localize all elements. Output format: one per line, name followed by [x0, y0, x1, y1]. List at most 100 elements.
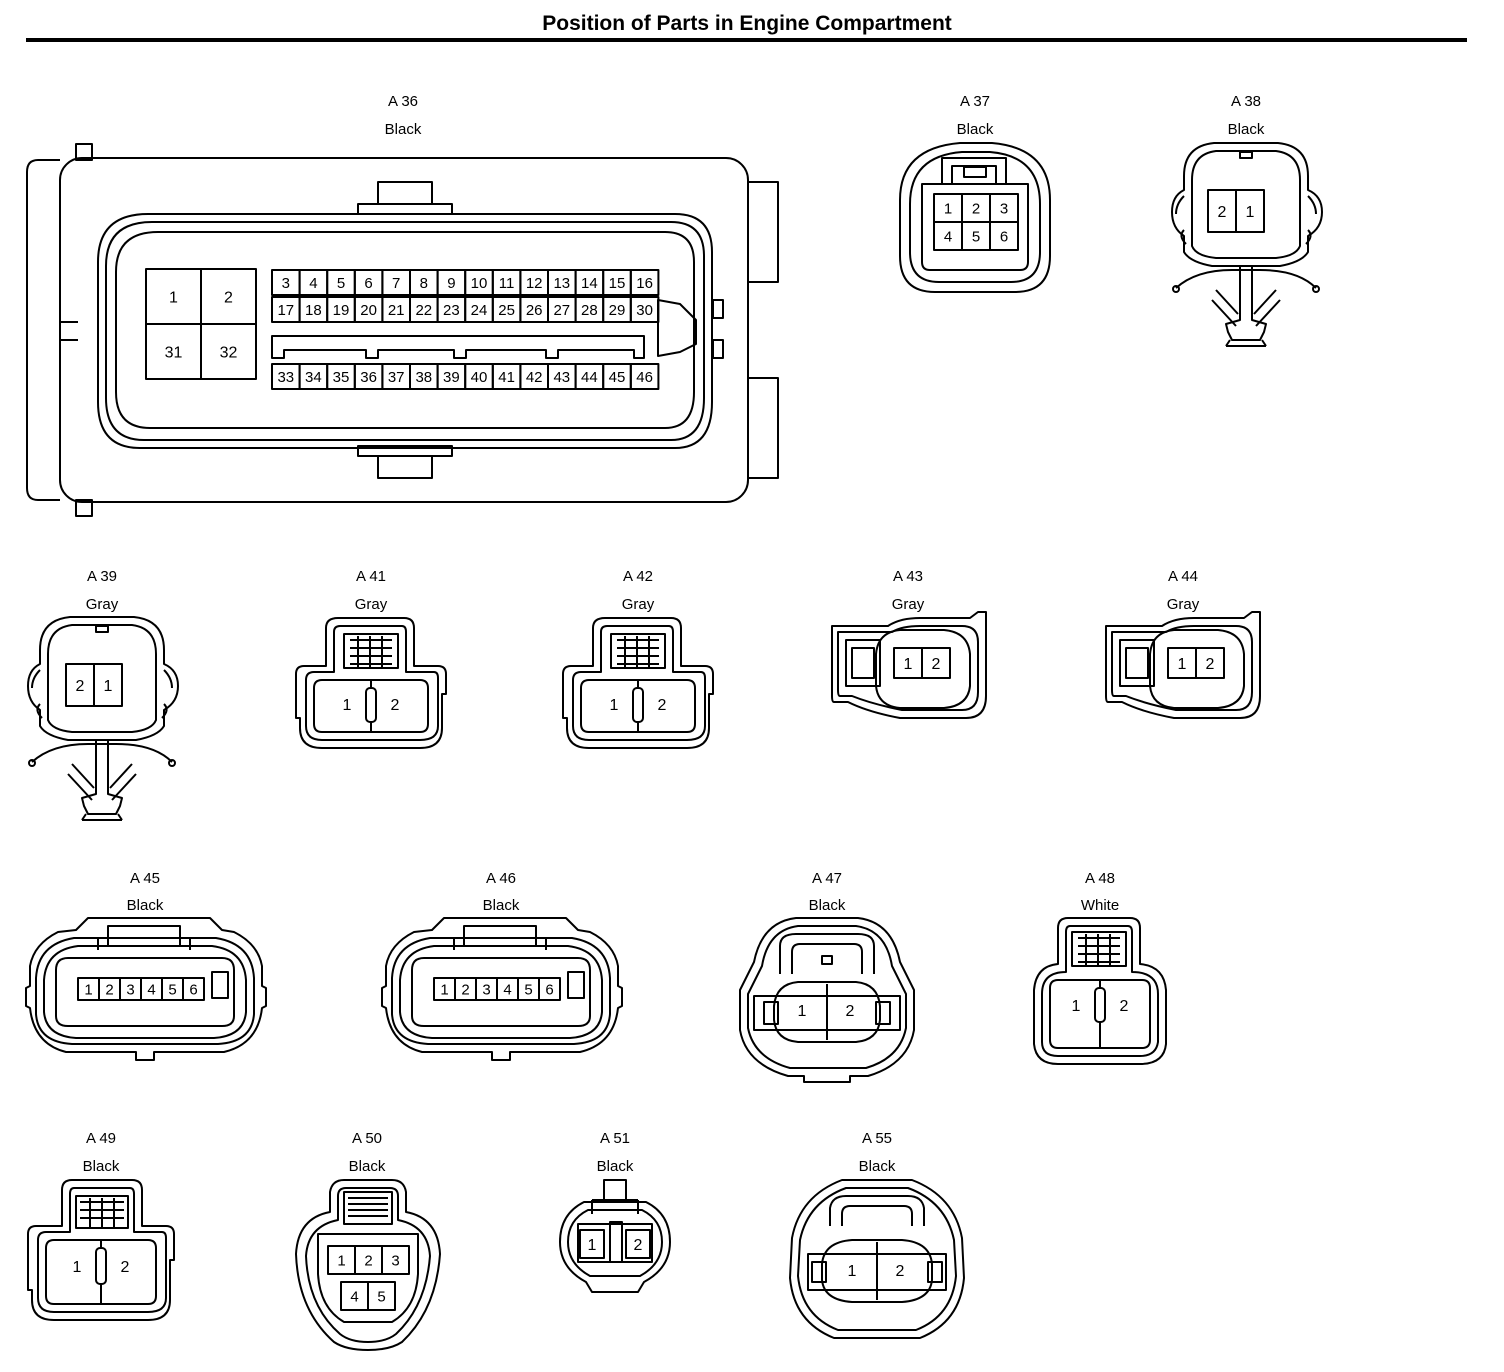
connector-color: Gray: [892, 596, 925, 613]
pin-label: 40: [471, 369, 488, 386]
pin-label: 5: [972, 228, 980, 245]
pin-cell: [625, 1229, 651, 1259]
pin-label: 18: [305, 302, 322, 319]
pin-label: 2: [972, 200, 980, 217]
pin-cell: [921, 647, 951, 679]
pin-label: 14: [581, 275, 598, 292]
pin-label: 3: [1000, 200, 1008, 217]
connector-color: Black: [597, 1158, 634, 1175]
pin-label: 6: [545, 981, 553, 998]
pin-label: 12: [526, 275, 543, 292]
pin-label: 2: [658, 697, 667, 714]
pin-label: 4: [944, 228, 952, 245]
pin-label: 1: [84, 981, 92, 998]
pin-label: 8: [420, 275, 428, 292]
pin-label: 6: [1000, 228, 1008, 245]
connector-code: A 36: [388, 93, 418, 110]
pin-label: 1: [1246, 204, 1255, 221]
connector-color: Black: [127, 897, 164, 914]
pin-label: 1: [1072, 998, 1081, 1015]
pin-label: 2: [76, 678, 85, 695]
pin-label: 1: [848, 1263, 857, 1280]
pin-label: 2: [364, 1252, 372, 1269]
connector-code: A 39: [87, 568, 117, 585]
pin-label: 42: [526, 369, 543, 386]
pin-label: 2: [932, 656, 941, 673]
connector-color: White: [1081, 897, 1119, 914]
pin-label: 1: [588, 1237, 597, 1254]
pin-label: 20: [360, 302, 377, 319]
pin-label: 29: [609, 302, 626, 319]
pin-label: 5: [337, 275, 345, 292]
pin-label: 25: [498, 302, 515, 319]
pin-label: 2: [224, 289, 233, 306]
pin-cell: [989, 221, 1019, 251]
pin-label: 1: [1178, 656, 1187, 673]
pin-label: 1: [343, 697, 352, 714]
pin-label: 22: [415, 302, 432, 319]
pin-cell: [182, 977, 205, 1001]
pin-label: 13: [553, 275, 570, 292]
pin-label: 38: [415, 369, 432, 386]
connector-code: A 46: [486, 870, 516, 887]
pin-cell: [629, 269, 660, 296]
connector-code: A 55: [862, 1130, 892, 1147]
pin-label: 46: [636, 369, 653, 386]
connector-code: A 41: [356, 568, 386, 585]
pin-label: 1: [798, 1003, 807, 1020]
pin-label: 5: [168, 981, 176, 998]
pin-label: 45: [609, 369, 626, 386]
pin-label: 10: [471, 275, 488, 292]
pin-label: 3: [391, 1252, 399, 1269]
pin-label: 1: [337, 1252, 345, 1269]
pin-label: 4: [309, 275, 317, 292]
connector-code: A 42: [623, 568, 653, 585]
connector-color: Black: [1228, 121, 1265, 138]
connector-color: Black: [349, 1158, 386, 1175]
connector-color: Black: [83, 1158, 120, 1175]
pin-label: 33: [277, 369, 294, 386]
pin-label: 21: [388, 302, 405, 319]
connector-code: A 50: [352, 1130, 382, 1147]
pin-label: 43: [553, 369, 570, 386]
connector-color: Gray: [622, 596, 655, 613]
connector-color: Black: [957, 121, 994, 138]
connector-color: Black: [385, 121, 422, 138]
pin-label: 27: [553, 302, 570, 319]
pin-label: 2: [846, 1003, 855, 1020]
pin-label: 41: [498, 369, 515, 386]
pin-label: 36: [360, 369, 377, 386]
pin-label: 1: [104, 678, 113, 695]
pin-label: 3: [126, 981, 134, 998]
pin-label: 5: [524, 981, 532, 998]
connector-color: Black: [809, 897, 846, 914]
connector-code: A 47: [812, 870, 842, 887]
pin-label: 2: [461, 981, 469, 998]
pin-label: 44: [581, 369, 598, 386]
connector-a47: A 47 Black 1 2: [739, 870, 915, 1083]
connector-color: Gray: [86, 596, 119, 613]
pin-label: 2: [634, 1237, 643, 1254]
connector-color: Gray: [355, 596, 388, 613]
pin-label: 2: [121, 1259, 130, 1276]
pin-label: 4: [503, 981, 511, 998]
pin-label: 7: [392, 275, 400, 292]
pin-cell: [629, 296, 660, 323]
pin-label: 9: [447, 275, 455, 292]
pin-label: 2: [896, 1263, 905, 1280]
page-title: Position of Parts in Engine Compartment: [542, 12, 952, 35]
pin-cell: [1235, 189, 1265, 233]
pin-cell: [367, 1281, 396, 1311]
pin-label: 5: [377, 1288, 385, 1305]
